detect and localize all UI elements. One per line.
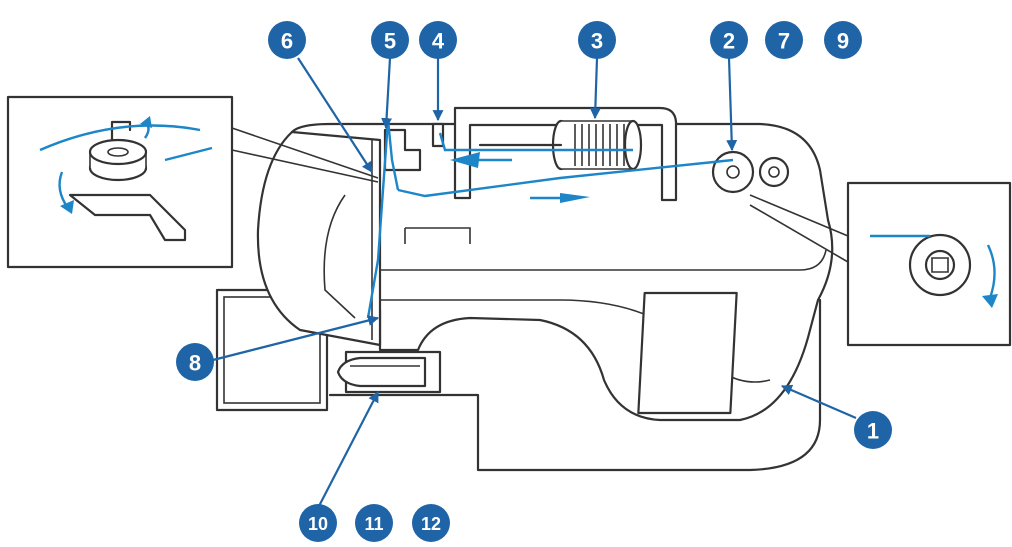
svg-text:2: 2 [723,29,735,54]
svg-text:6: 6 [281,29,293,54]
svg-text:5: 5 [384,29,396,54]
svg-text:8: 8 [189,351,201,376]
machine-body [215,106,834,472]
inset-spool-pin [749,181,1012,347]
svg-text:10: 10 [308,514,328,534]
callout-badge-3: 3 [578,21,616,59]
svg-text:9: 9 [837,29,849,54]
face-plate [256,130,382,347]
callout-badge-12: 12 [412,504,450,542]
svg-text:12: 12 [421,514,441,534]
callout-badge-6: 6 [268,21,306,59]
svg-text:7: 7 [778,29,790,54]
svg-text:11: 11 [364,514,383,534]
callout-pointers [212,57,857,509]
callout-badge-7: 7 [765,21,803,59]
svg-text:3: 3 [591,29,603,54]
callout-badge-2: 2 [710,21,748,59]
thread-guide-4 [431,122,445,148]
stitch-panel [637,291,738,415]
callout-badges: 1 2 3 4 5 6 7 8 [176,21,892,542]
presser-foot [336,350,442,394]
callout-badge-10: 10 [299,504,337,542]
inset-bobbin-winder [6,95,379,269]
callout-badge-9: 9 [824,21,862,59]
callout-badge-4: 4 [419,21,457,59]
svg-text:1: 1 [867,419,879,444]
callout-badge-1: 1 [854,411,892,449]
callout-badge-11: 11 [355,504,393,542]
spool [478,119,643,171]
callout-badge-8: 8 [176,343,214,381]
thread-path [366,119,734,319]
callout-badge-5: 5 [371,21,409,59]
svg-text:4: 4 [432,29,445,54]
